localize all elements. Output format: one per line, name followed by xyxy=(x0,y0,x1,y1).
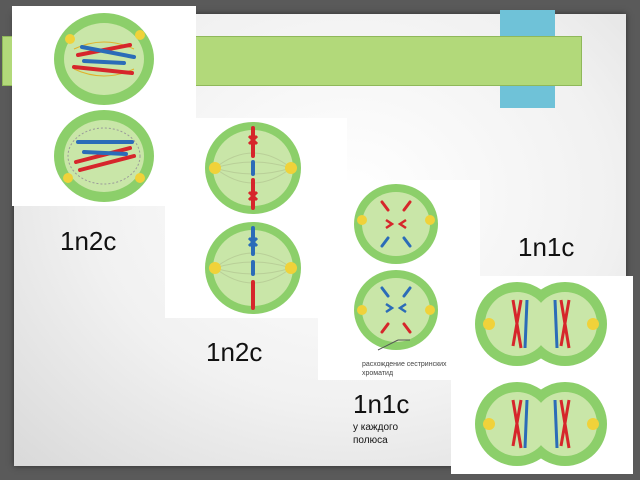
prophase-diagram xyxy=(54,13,154,202)
cell-top xyxy=(205,122,301,214)
telophase-diagram xyxy=(475,282,607,466)
metaphase-diagram xyxy=(205,122,301,314)
label-stage1: 1n2c xyxy=(60,226,117,256)
label-stage3-note: у каждого полюса xyxy=(353,422,399,446)
panel-telophase xyxy=(451,276,633,474)
cell-top xyxy=(54,13,154,105)
panel-prophase xyxy=(12,6,196,206)
cell-bottom xyxy=(354,270,438,350)
label-stage4: 1n1c xyxy=(518,232,575,262)
anaphase-caption: расхождение сестринских хроматид xyxy=(362,361,447,377)
label-stage2: 1n2c xyxy=(206,337,263,367)
cell-bottom xyxy=(475,382,607,466)
label-stage3: 1n1c xyxy=(353,389,410,419)
cell-bottom xyxy=(54,110,154,202)
cell-bottom xyxy=(205,222,301,314)
cell-top xyxy=(475,282,607,366)
cell-top xyxy=(354,184,438,264)
caption-pointer xyxy=(377,339,410,351)
panel-metaphase xyxy=(165,118,347,318)
anaphase-diagram xyxy=(354,184,438,351)
